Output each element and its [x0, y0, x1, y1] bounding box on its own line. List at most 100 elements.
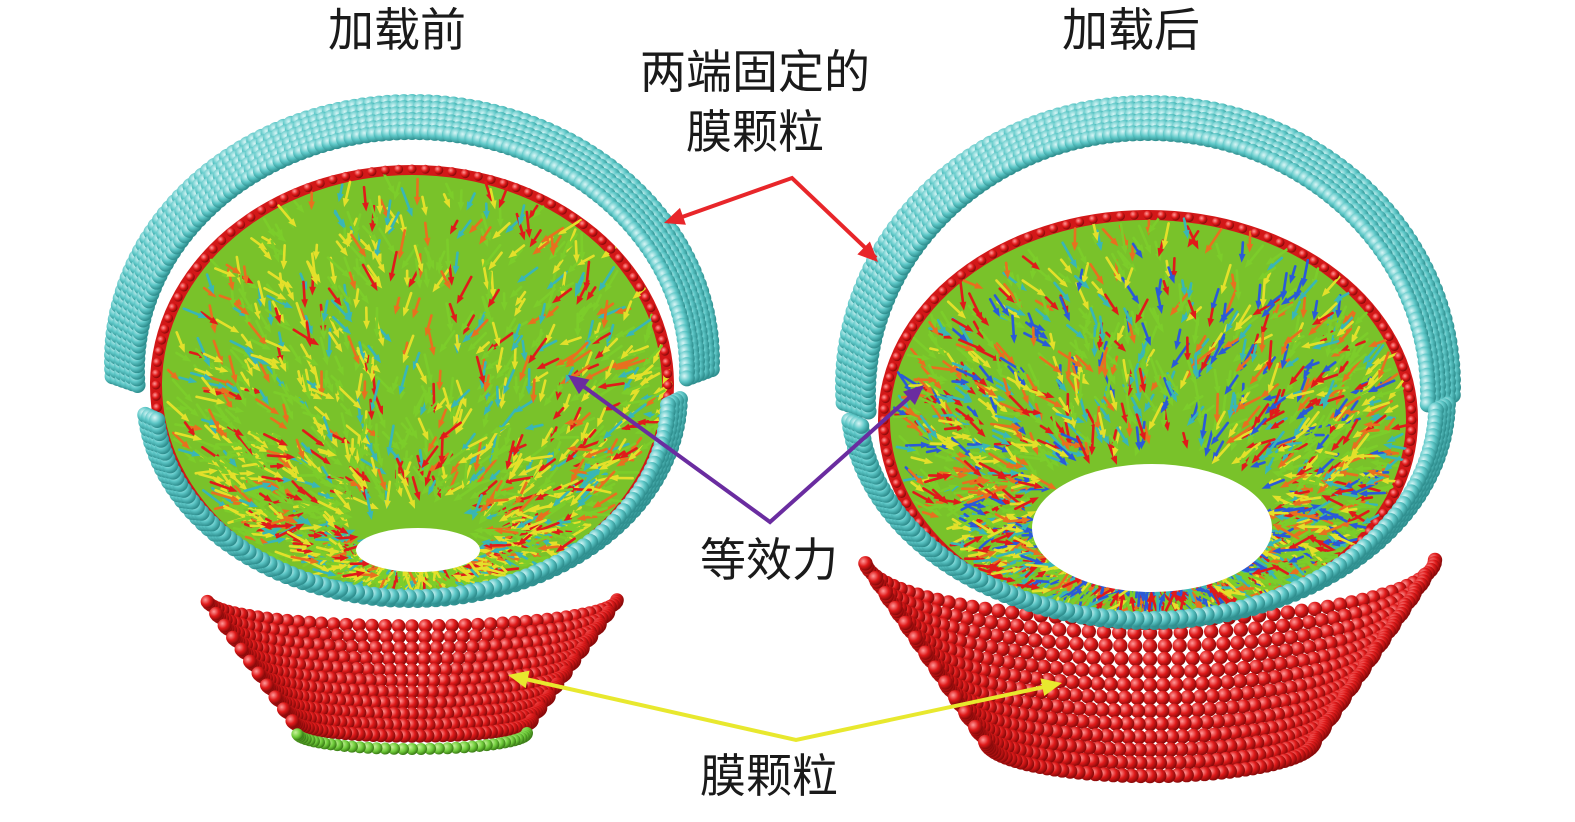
membrane-particle — [858, 556, 872, 570]
membrane-particle — [1055, 636, 1069, 650]
membrane-particle — [243, 655, 257, 669]
membrane-particle — [1276, 619, 1290, 633]
inner-rim-particle — [174, 293, 183, 302]
membrane-particle — [1032, 646, 1046, 660]
inner-rim-particle — [280, 193, 289, 202]
inner-rim-particle — [512, 183, 521, 192]
inner-rim-particle — [157, 336, 166, 345]
inner-rim-particle — [606, 245, 615, 254]
membrane-particle — [1069, 637, 1083, 651]
membrane-particle — [1281, 605, 1295, 619]
inner-rim-particle — [547, 199, 556, 208]
inner-rim-particle — [569, 213, 578, 222]
membrane-particle — [1262, 620, 1276, 634]
membrane-particle — [1253, 646, 1267, 660]
inner-rim-particle — [434, 166, 443, 175]
inner-rim-particle — [257, 206, 266, 215]
inner-rim-particle — [487, 175, 496, 184]
inner-rim-particle — [663, 369, 672, 378]
membrane-particle — [285, 714, 299, 728]
membrane-particle — [1114, 651, 1128, 665]
membrane-particle — [868, 571, 882, 585]
inner-rim-particle — [664, 381, 673, 390]
inner-rim-particle — [179, 282, 188, 291]
inner-rim-particle — [461, 169, 470, 178]
inner-rim-particle — [341, 172, 350, 181]
membrane-particle — [1234, 623, 1248, 637]
inner-rim-particle — [246, 213, 255, 222]
membrane-particle — [1067, 624, 1081, 638]
inner-rim-particle — [164, 314, 173, 323]
membrane-particle — [1045, 648, 1059, 662]
inner-rim-particle — [200, 254, 209, 263]
inner-rim-particle — [641, 293, 650, 302]
inner-rim-particle — [622, 263, 631, 272]
inner-rim-particle — [524, 188, 533, 197]
membrane-particle — [1219, 624, 1233, 638]
membrane-particle — [201, 595, 215, 609]
inner-rim-particle — [152, 369, 161, 378]
membrane-particle — [1157, 652, 1171, 666]
rim-particle — [291, 728, 303, 740]
vessel-before-loading — [104, 94, 720, 755]
inner-rim-particle — [155, 347, 164, 356]
membrane-particle — [1128, 639, 1142, 653]
membrane-particle — [1052, 623, 1066, 637]
inner-rim-particle — [629, 273, 638, 282]
inner-rim-particle — [658, 336, 667, 345]
membrane-particle — [260, 678, 274, 692]
inner-rim-particle — [421, 165, 430, 174]
inner-rim-particle — [152, 392, 161, 401]
membrane-particle — [268, 690, 282, 704]
membrane-particle — [888, 601, 902, 615]
membrane-particle — [1258, 633, 1272, 647]
membrane-particle — [1240, 648, 1254, 662]
membrane-particle — [1202, 637, 1216, 651]
membrane-particle — [1010, 619, 1024, 633]
membrane-particle — [1086, 650, 1100, 664]
inner-rim-particle — [217, 236, 226, 245]
inner-rim-particle — [598, 236, 607, 245]
inner-rim-particle — [367, 167, 376, 176]
membrane-particle — [1038, 621, 1052, 635]
membrane-particle — [1129, 652, 1143, 666]
fixed-particle — [149, 412, 165, 428]
fixed-particle — [679, 370, 695, 386]
inner-rim-particle — [499, 179, 508, 188]
force-arrow — [489, 273, 491, 298]
inner-rim-particle — [160, 325, 169, 334]
inner-rim-particle — [328, 175, 337, 184]
membrane-particle — [209, 607, 223, 621]
membrane-particle — [1041, 635, 1055, 649]
inner-rim-particle — [615, 254, 624, 263]
membrane-particle — [1098, 638, 1112, 652]
inner-rim-particle — [448, 167, 457, 176]
membrane-particle — [1248, 621, 1262, 635]
inner-rim-particle — [589, 228, 598, 237]
membrane-particle — [1023, 620, 1037, 634]
membrane-particle — [1244, 635, 1258, 649]
inner-rim-particle — [291, 188, 300, 197]
membrane-particle — [1072, 650, 1086, 664]
membrane-particle — [1186, 651, 1200, 665]
membrane-particle — [1204, 624, 1218, 638]
inner-rim-particle — [381, 166, 390, 175]
membrane-particle — [1216, 637, 1230, 651]
membrane-particle — [226, 631, 240, 645]
inner-rim-particle — [536, 193, 545, 202]
membrane-particle — [1143, 652, 1157, 666]
inner-rim-particle — [646, 303, 655, 312]
inner-rim-particle — [655, 325, 664, 334]
membrane-particle — [1143, 639, 1157, 653]
force-arrow — [447, 240, 448, 265]
inner-rim-particle — [394, 165, 403, 174]
membrane-particle — [1082, 624, 1096, 638]
inner-rim-particle — [209, 245, 218, 254]
inner-rim-particle — [169, 303, 178, 312]
membrane-particle — [1172, 638, 1186, 652]
membrane-particle — [878, 586, 892, 600]
inner-rim-particle — [236, 220, 245, 229]
membrane-particle — [1213, 650, 1227, 664]
inner-rim-particle — [193, 263, 202, 272]
